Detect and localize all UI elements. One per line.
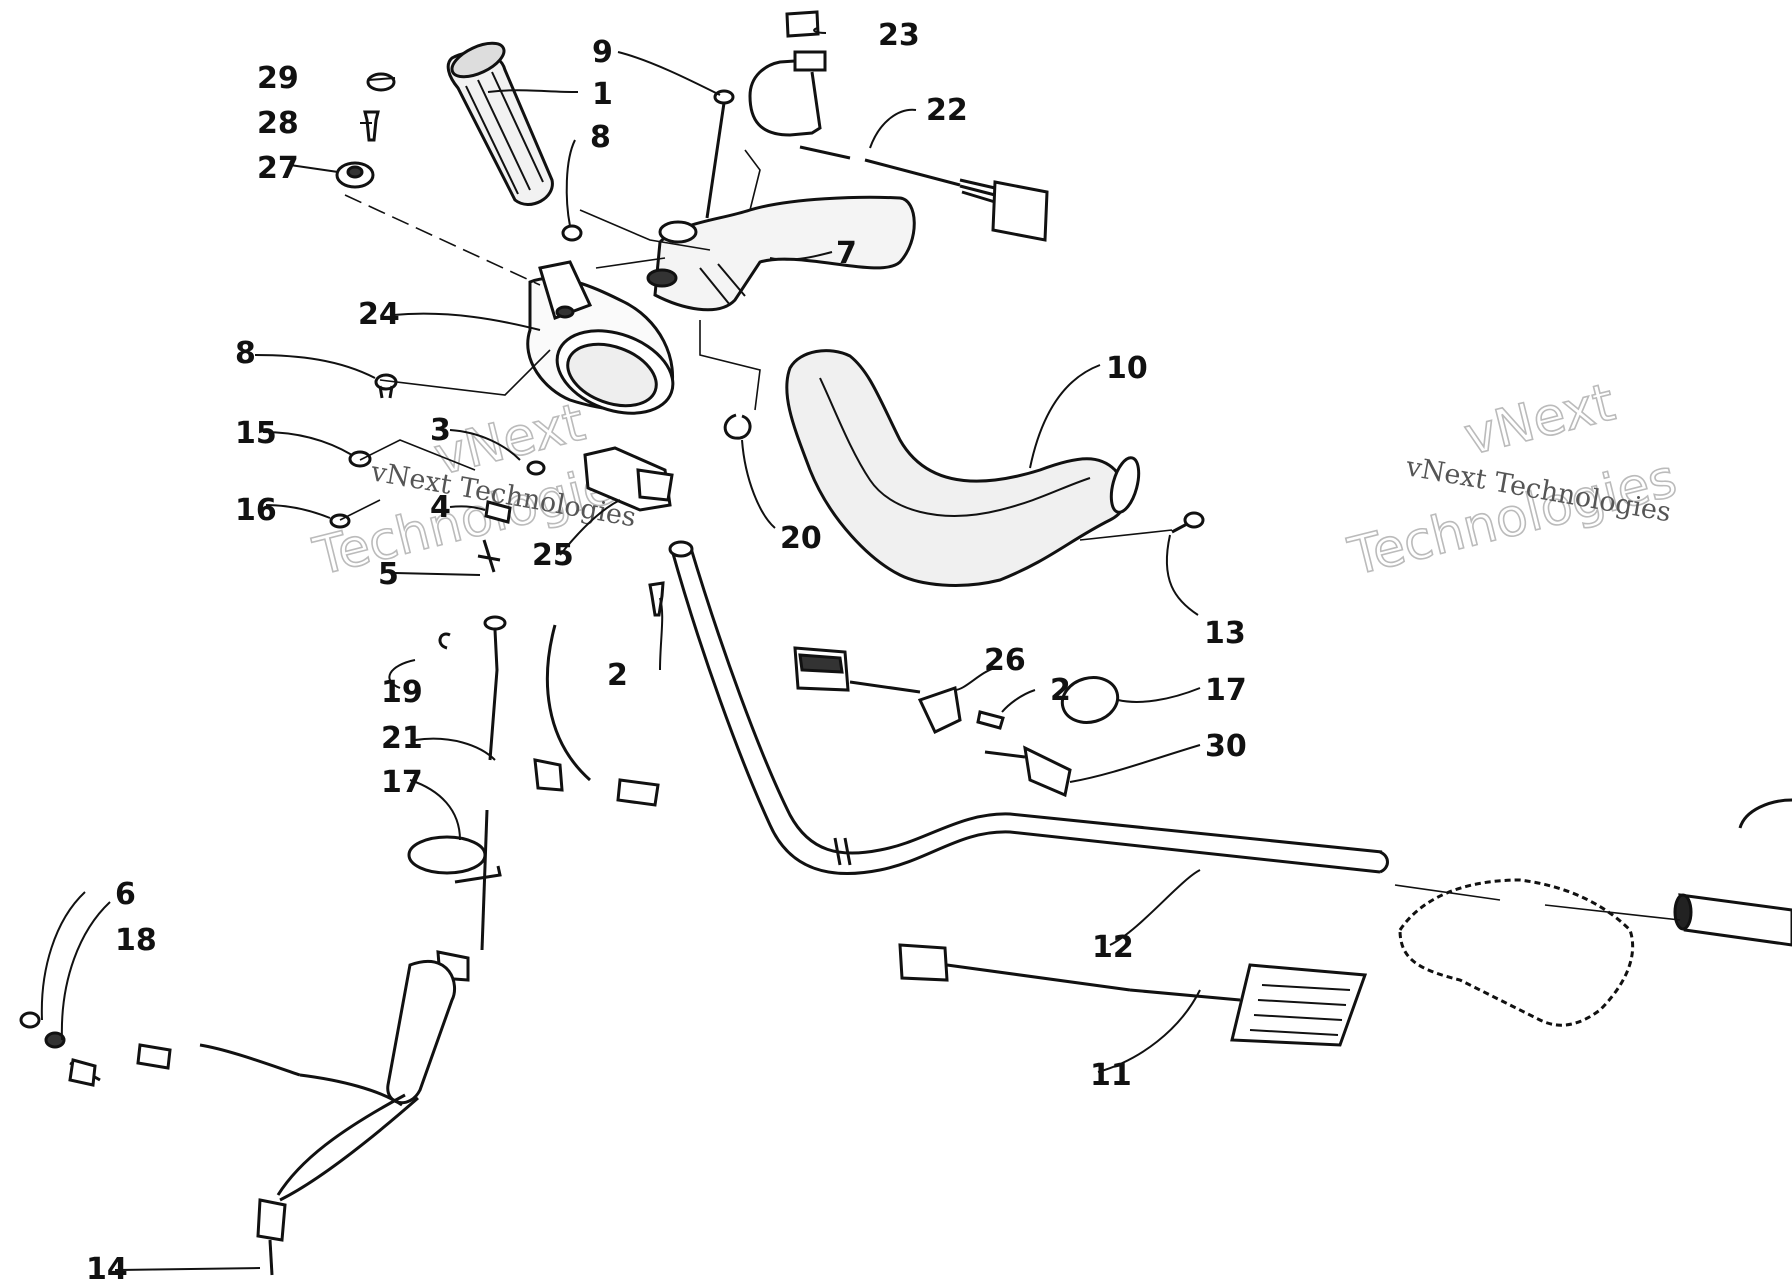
leader-lines (339, 149, 1681, 921)
callout-22: 22 (926, 93, 968, 128)
callout-25: 25 (532, 538, 574, 573)
callout-8b: 8 (235, 336, 256, 371)
callout-27: 27 (257, 151, 299, 186)
callout-6: 6 (115, 877, 136, 912)
throttle-block-icon (646, 195, 916, 312)
callout-29: 29 (257, 61, 299, 96)
callout-5: 5 (378, 557, 399, 592)
switch-icon (583, 446, 674, 512)
spring-icon (477, 460, 546, 573)
callout-26: 26 (984, 643, 1026, 678)
screw-icon (648, 581, 1005, 730)
callout-28: 28 (257, 106, 299, 141)
callout-10: 10 (1106, 351, 1148, 386)
callout-30: 30 (1205, 729, 1247, 764)
callout-16: 16 (235, 493, 277, 528)
callout-1: 1 (592, 77, 613, 112)
callout-23: 23 (878, 18, 920, 53)
callout-20: 20 (780, 521, 822, 556)
callout-3: 3 (430, 413, 451, 448)
callout-numbers: 1 2 2 3 4 5 6 7 8 8 9 10 11 12 13 14 15 … (86, 18, 1247, 1280)
clamp-icon (407, 676, 1120, 884)
cable-icon (436, 615, 507, 982)
callout-19: 19 (381, 675, 423, 710)
svg-text:vNext: vNext (1459, 373, 1621, 468)
callout-11: 11 (1090, 1058, 1132, 1093)
callout-17: 17 (1205, 673, 1247, 708)
callout-9: 9 (592, 35, 613, 70)
housing-icon (526, 260, 675, 415)
callout-8: 8 (590, 120, 611, 155)
brake-lever-icon (1398, 798, 1792, 1027)
switch-icon (793, 646, 1072, 798)
grip-icon (446, 41, 554, 206)
throttle-cable-icon (19, 959, 457, 1276)
callout-2b: 2 (1050, 673, 1071, 708)
callout-15: 15 (235, 416, 277, 451)
callout-leaders (40, 27, 1201, 1271)
clip-icon (723, 413, 752, 440)
hand-guard-icon (785, 349, 1141, 587)
handlebar-icon (668, 540, 1389, 876)
callout-18: 18 (115, 923, 157, 958)
screw-icon (363, 110, 380, 142)
callout-12: 12 (1092, 930, 1134, 965)
bolt-icon (705, 89, 735, 219)
callout-14: 14 (86, 1252, 128, 1280)
callout-2: 2 (607, 658, 628, 693)
callout-21: 21 (381, 721, 423, 756)
callout-24: 24 (358, 297, 400, 332)
callout-7: 7 (836, 236, 857, 271)
wire-harness-icon (748, 50, 1049, 242)
bushing-icon (335, 161, 375, 189)
screw-icon (1171, 511, 1205, 534)
callout-4: 4 (430, 490, 451, 525)
connector-icon (533, 624, 660, 807)
cap-icon (366, 72, 396, 92)
callout-13: 13 (1204, 616, 1246, 651)
heater-element-icon (898, 943, 1368, 1047)
watermark-right: vNext Technologies vNext Technologies (1342, 372, 1683, 589)
pad-icon (785, 10, 820, 38)
callout-17b: 17 (381, 765, 423, 800)
